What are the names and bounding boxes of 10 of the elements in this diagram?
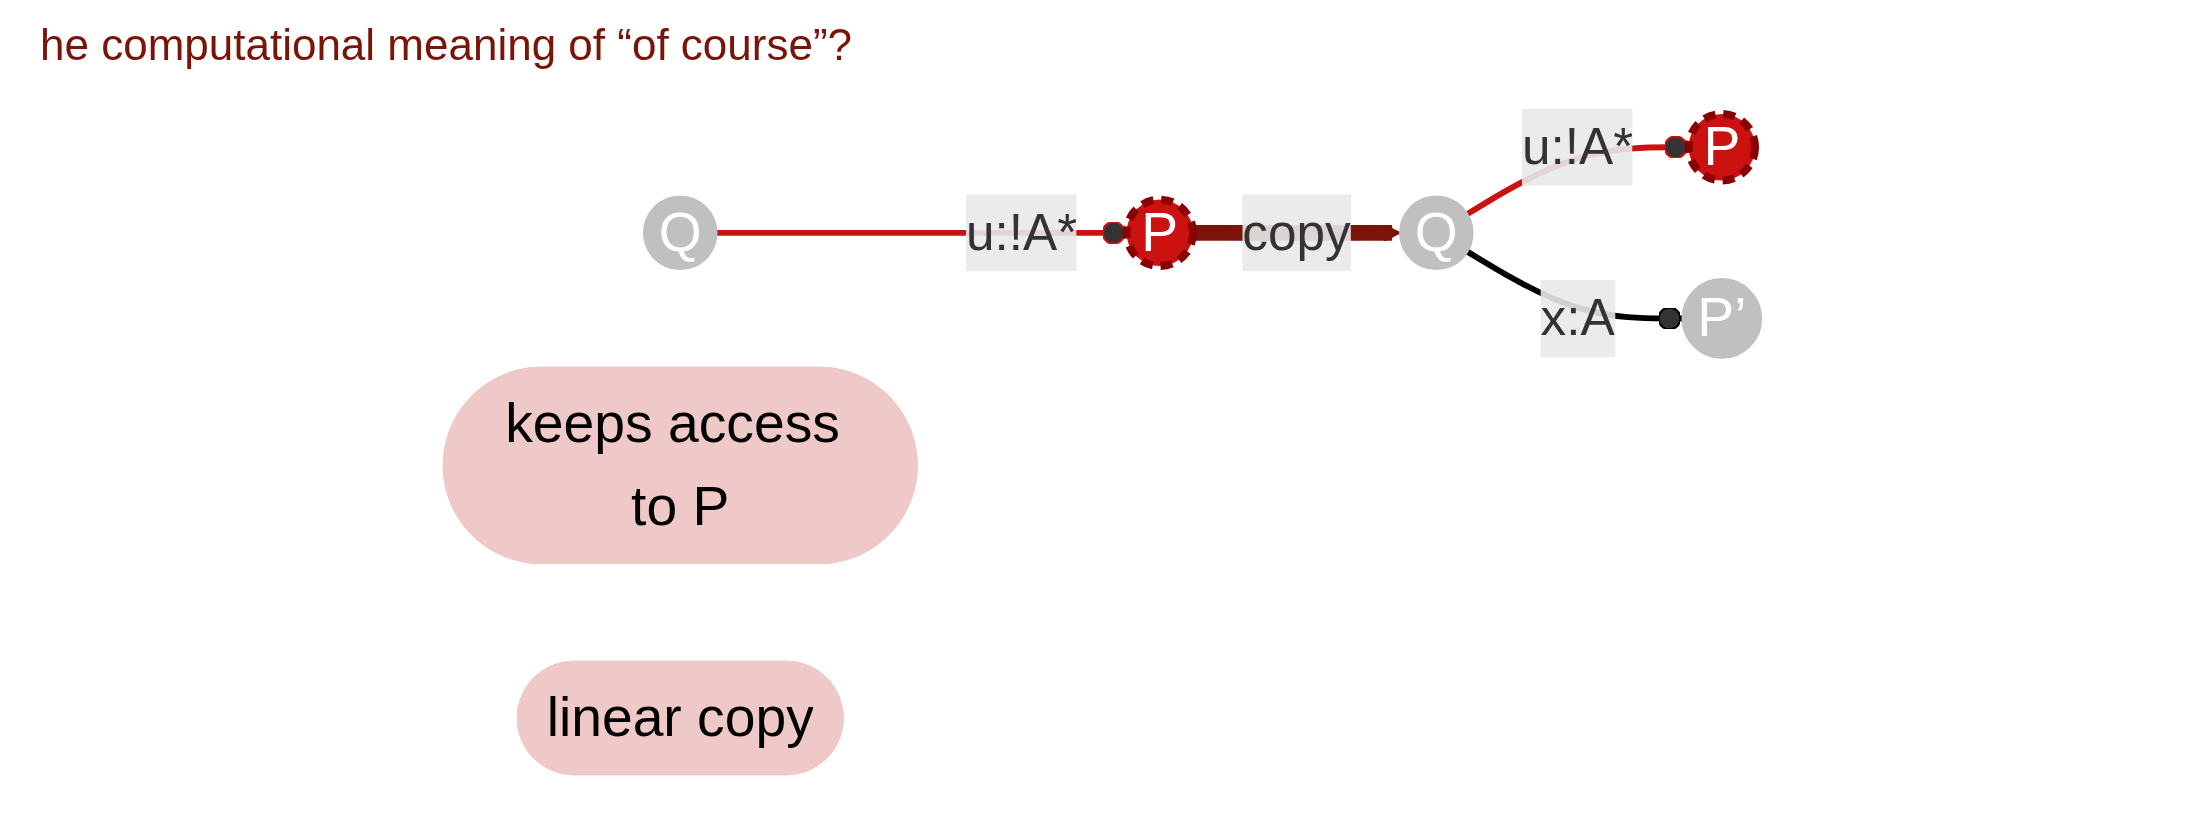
- title: he computational meaning of “of course”?: [39, 19, 854, 71]
- node-circle: P’: [1681, 278, 1763, 359]
- node-circle: Q: [1399, 195, 1474, 271]
- edge-label: copy: [1242, 202, 1351, 262]
- node-circle: P: [1122, 195, 1197, 271]
- edge-label: u:!A*: [1521, 116, 1634, 176]
- edge-label: x:A: [1540, 287, 1615, 348]
- edge-label: u:!A*: [966, 202, 1078, 262]
- node-circle: Q: [642, 195, 718, 271]
- node-circle: P: [1684, 110, 1760, 185]
